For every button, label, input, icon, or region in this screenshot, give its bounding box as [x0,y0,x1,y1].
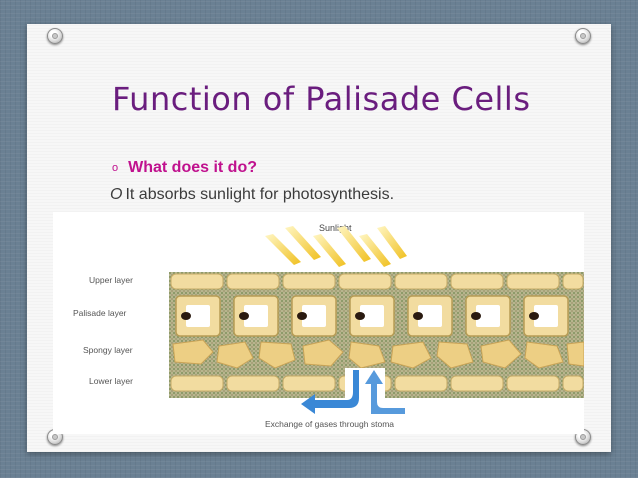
bullet-marker: o [112,162,119,174]
spongy-cells [172,339,584,369]
leaf-cross-section-diagram: Sunlight Upper layer Palisade layer Spon… [53,212,584,434]
sunlight-rays [265,226,407,267]
bullet-text: What does it do? [128,159,257,176]
upper-epidermis [170,273,584,290]
pushpin-icon [47,28,63,44]
bullet-marker: O [110,186,123,203]
diagram-caption: Exchange of gases through stoma [265,419,394,429]
layer-label-lower: Lower layer [89,376,133,386]
layer-label-upper: Upper layer [89,275,133,285]
layer-label-spongy: Spongy layer [83,345,133,355]
bullet-question: o What does it do? [112,159,257,177]
slide-title: Function of Palisade Cells [112,80,531,118]
pushpin-icon [575,28,591,44]
sunlight-label: Sunlight [319,223,352,233]
bullet-text: It absorbs sunlight for photosynthesis. [125,186,395,203]
layer-label-palisade: Palisade layer [73,308,127,318]
gas-exchange-arrows [301,370,405,414]
palisade-cells [175,295,569,337]
